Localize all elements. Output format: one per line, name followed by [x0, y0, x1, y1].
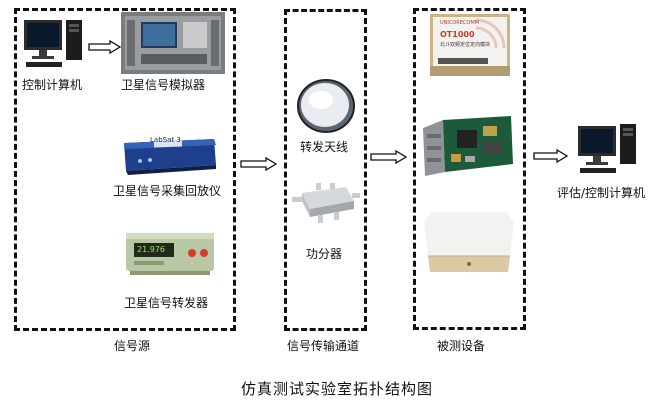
eval-computer-icon [578, 124, 636, 173]
signal-recorder-label: 卫星信号采集回放仪 [113, 184, 222, 198]
arrow-dut-to-eval-pc [533, 149, 569, 163]
signal-channel-group [284, 9, 367, 331]
signal-channel-group-label: 信号传输通道 [287, 339, 360, 353]
power-splitter-label: 功分器 [306, 247, 343, 261]
signal-transponder-icon [126, 233, 214, 275]
antenna-enclosure-icon [424, 212, 514, 272]
recorder-brand: LabSat 3 [150, 136, 181, 144]
satellite-simulator-label: 卫星信号模拟器 [121, 78, 206, 92]
transponder-screen: 21.976 [137, 245, 165, 254]
control-computer-label: 控制计算机 [22, 78, 83, 92]
signal-recorder-icon [124, 139, 216, 175]
relay-antenna-label: 转发天线 [300, 140, 349, 154]
dut-group [413, 8, 526, 330]
satellite-simulator-icon [121, 12, 225, 74]
arrow-pc-to-simulator [88, 40, 122, 54]
arrow-source-to-channel [240, 157, 278, 171]
relay-antenna-icon [297, 79, 355, 133]
figure-caption: 仿真测试实验室拓扑结构图 [241, 380, 434, 398]
signal-source-group [14, 8, 236, 331]
signal-source-group-label: 信号源 [114, 339, 151, 353]
gnss-module-model: OT1000 [440, 30, 475, 39]
receiver-board-icon [423, 116, 513, 176]
gnss-module-icon [430, 14, 510, 76]
gnss-module-logo: UNICORECOMM [440, 20, 479, 26]
dut-group-label: 被测设备 [437, 339, 486, 353]
arrow-channel-to-dut [370, 150, 408, 164]
eval-computer-label: 评估/控制计算机 [557, 186, 646, 200]
power-splitter-icon [292, 183, 360, 223]
signal-transponder-label: 卫星信号转发器 [124, 296, 209, 310]
control-computer-icon [24, 20, 82, 67]
gnss-module-line: 北斗双频定位定向模块 [440, 42, 491, 48]
